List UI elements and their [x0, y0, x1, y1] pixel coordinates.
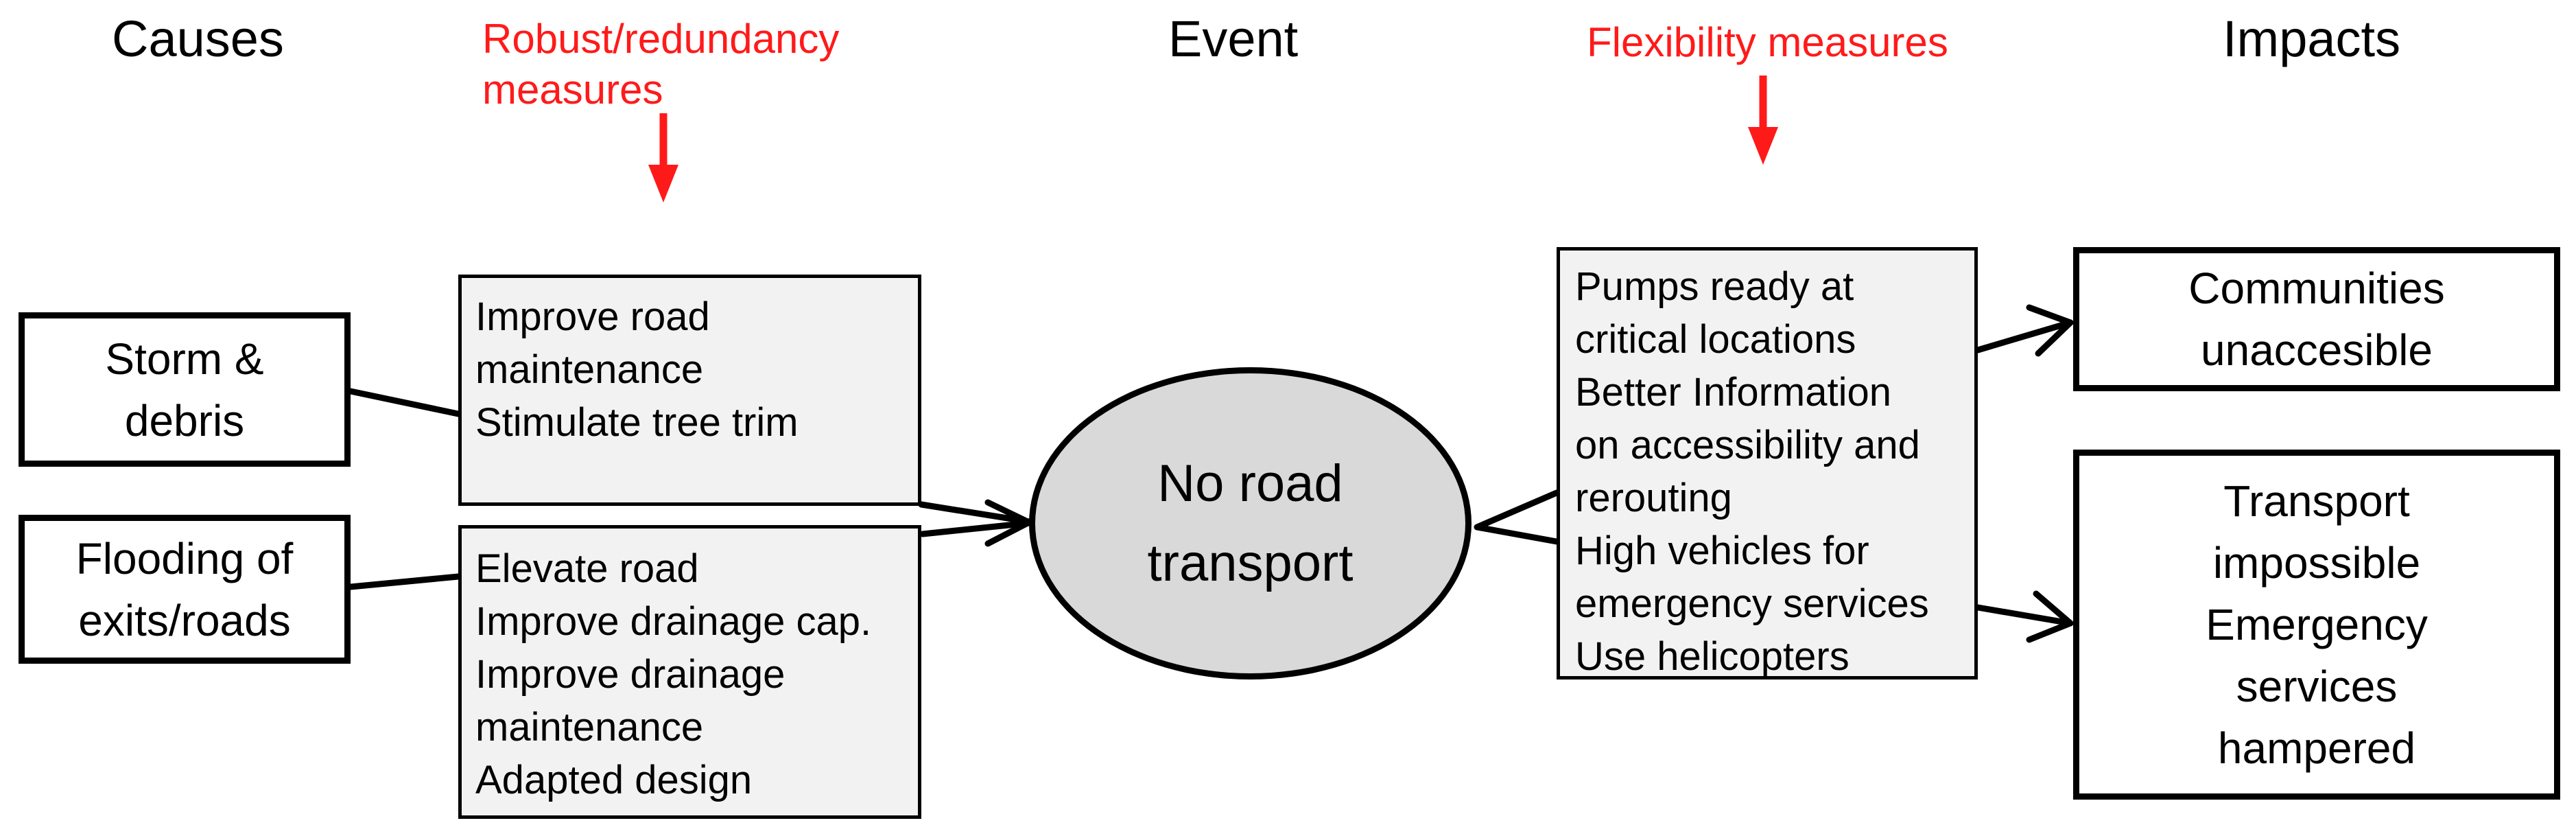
causes-header: Causes [112, 10, 284, 67]
impact-transport: Transport impossible Emergency services … [2073, 450, 2560, 800]
flooding-to-drainage-line [347, 573, 462, 590]
impact-communities: Communities unaccesible [2073, 247, 2560, 391]
measure-line: critical locations [1575, 317, 1856, 362]
event-header: Event [1168, 10, 1299, 67]
flexibility-measures-arrowhead [1748, 127, 1778, 165]
measure-road-maintenance: Improve road maintenance Stimulate tree … [458, 275, 921, 506]
flexibility-measures-heading: Flexibility measures [1587, 17, 1948, 68]
measure-line: rerouting [1575, 476, 1732, 520]
cause-storm-debris: Storm & debris [19, 312, 351, 467]
cause-flooding-line: exits/roads [78, 595, 291, 645]
event-line: No road [1157, 454, 1343, 513]
impact-communities-line: Communities [2188, 264, 2445, 313]
measure-flexibility: Pumps ready at critical locations Better… [1557, 247, 1978, 680]
robust-to-event-arrow [918, 501, 1032, 525]
impact-transport-line: hampered [2217, 723, 2416, 773]
robust-measures-arrowhead [648, 165, 678, 202]
measure-line: High vehicles for [1575, 529, 1869, 573]
cause-flooding-line: Flooding of [75, 533, 294, 583]
impact-transport-line: impossible [2212, 538, 2421, 588]
storm-to-robust-line [347, 388, 462, 417]
measure-line: on accessibility and [1575, 423, 1920, 467]
impact-transport-line: Transport [2223, 476, 2410, 526]
transport-arrowhead [2026, 590, 2074, 643]
impacts-header: Impacts [2223, 10, 2401, 67]
measure-line: Better Information [1575, 370, 1891, 415]
cause-flooding: Flooding of exits/roads [19, 515, 351, 664]
event-to-flex-line [1474, 489, 1560, 545]
event-no-road-transport: No road transport [1029, 367, 1472, 680]
impact-transport-line: services [2236, 662, 2398, 711]
measure-drainage: Elevate road Improve drainage cap. Impro… [458, 525, 921, 819]
measure-line: maintenance [475, 347, 704, 392]
measure-line: Adapted design [475, 758, 753, 802]
robust-measures-heading-line: Robust/redundancy [482, 16, 840, 62]
measure-line: Improve drainage cap. [475, 599, 872, 644]
cause-storm-line: Storm & [105, 334, 264, 384]
impact-communities-line: unaccesible [2201, 325, 2433, 375]
flex-to-transport-arrow [1974, 604, 2074, 627]
cause-storm-line: debris [124, 395, 245, 445]
measure-line: Improve road [475, 294, 710, 339]
measure-line: emergency services [1575, 581, 1929, 626]
measure-line: Elevate road [475, 546, 699, 591]
measure-line: Pumps ready at [1575, 264, 1854, 309]
robust-measures-heading: Robust/redundancy measures [482, 14, 839, 115]
measure-line: Improve drainage [475, 652, 785, 697]
event-line: transport [1147, 533, 1354, 592]
drainage-to-event-arrow [919, 520, 1032, 537]
measure-line: Use helicopters [1575, 634, 1850, 679]
impact-transport-line: Emergency [2206, 600, 2428, 649]
flex-to-communities-arrow [1974, 319, 2074, 353]
measure-line: maintenance [475, 705, 704, 750]
communities-arrowhead [2026, 304, 2074, 357]
flexibility-measures-heading-line: Flexibility measures [1587, 19, 1948, 65]
robust-measures-heading-line: measures [482, 67, 663, 113]
measure-line: Stimulate tree trim [475, 400, 799, 445]
